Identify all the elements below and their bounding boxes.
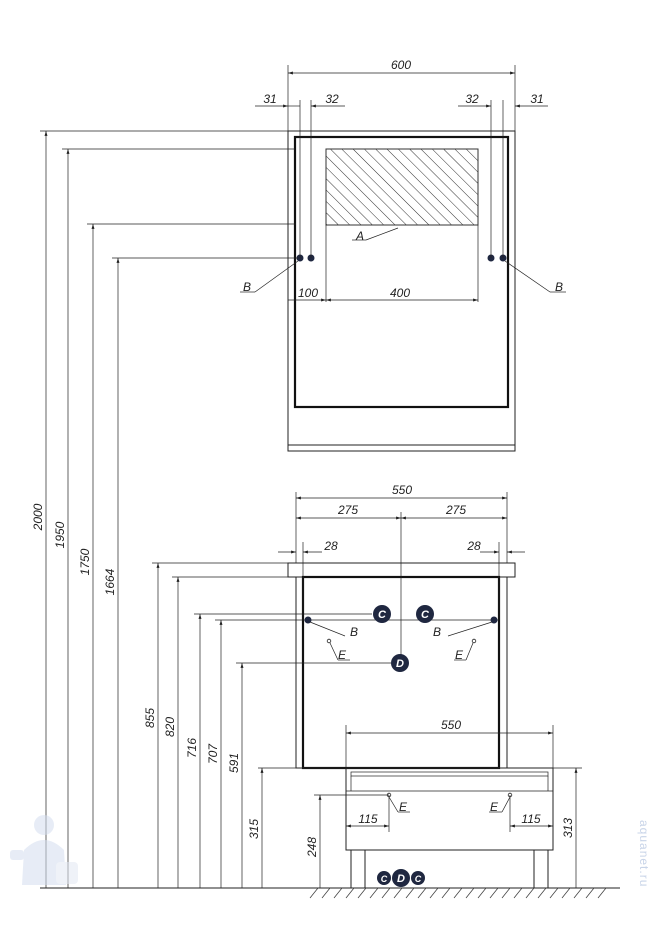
marker-c-right: C (416, 605, 434, 623)
marker-c-floor-right: C (411, 871, 425, 885)
floor-hatch-mark (561, 887, 571, 899)
label-b-right-text: B (555, 280, 563, 294)
dim-28-left-text: 28 (323, 539, 338, 553)
mount-point-b-right (490, 616, 498, 624)
mirror-glass-area (325, 148, 479, 226)
dim-1750-text: 1750 (78, 548, 92, 575)
svg-text:C: C (421, 609, 430, 621)
callout-a: A (352, 227, 399, 243)
dim-top-width: 600 (287, 58, 516, 131)
dim-2000-text: 2000 (31, 503, 45, 531)
dim-248-text: 248 (305, 837, 319, 858)
label-e-right-text: E (455, 648, 464, 662)
floor-hatch-mark (513, 887, 523, 899)
floor-hatch-mark (357, 887, 367, 899)
floor-hatch-mark (477, 887, 487, 899)
dim-base-width: 550 (345, 718, 554, 768)
floor-hatch-mark (405, 887, 415, 899)
floor-hatch-mark (333, 887, 343, 899)
dim-base-heights: 315 248 313 (247, 768, 578, 888)
dim-315-text: 315 (247, 819, 261, 839)
floor-hatch-mark (381, 887, 391, 899)
marker-d: D (391, 654, 409, 672)
dim-275-left-text: 275 (337, 503, 358, 517)
floor-hatch-mark (453, 887, 463, 899)
dim-base-offsets: E E 115 115 (346, 792, 553, 832)
floor-hatch-mark (549, 887, 559, 899)
dim-275-right-text: 275 (445, 503, 466, 517)
floor-hatch-mark (489, 887, 499, 899)
dim-707-text: 707 (206, 743, 220, 764)
plumber-mascot-icon (10, 815, 78, 885)
dim-cabinet-width: 550 275 275 (295, 483, 508, 660)
svg-text:C: C (378, 609, 387, 621)
floor-hatch-mark (585, 887, 595, 899)
floor-hatch-mark (525, 887, 535, 899)
label-b-lower-right-text: B (433, 625, 441, 639)
dim-820-text: 820 (163, 717, 177, 737)
label-e-base-right-text: E (490, 800, 499, 814)
label-e-base-left-text: E (399, 800, 408, 814)
floor-hatch-mark (441, 887, 451, 899)
dim-31-left-text: 31 (263, 92, 276, 106)
dim-550-base-text: 550 (441, 718, 461, 732)
label-e-left-text: E (338, 648, 347, 662)
dim-400-text: 400 (390, 286, 410, 300)
floor-hatch-mark (369, 887, 379, 899)
dim-mirror-span: 100 400 (288, 225, 479, 302)
marker-c-left: C (373, 605, 391, 623)
floor-hatch-mark (573, 887, 583, 899)
dim-32-left-text: 32 (325, 92, 339, 106)
dim-115-right-text: 115 (521, 812, 540, 826)
mount-point-b-left (304, 616, 312, 624)
floor-hatch-mark (537, 887, 547, 899)
floor-base-unit (258, 767, 582, 889)
dim-heights-left: 2000 1950 1750 1664 (31, 130, 298, 888)
floor-hatch-mark (465, 887, 475, 899)
dim-1664-text: 1664 (103, 568, 117, 595)
marker-d-floor: D (392, 869, 410, 887)
floor-hatch-mark (429, 887, 439, 899)
dim-28-right-text: 28 (466, 539, 481, 553)
dim-heights-lower: 855 820 716 707 591 (143, 562, 391, 888)
label-a-text: A (355, 229, 364, 243)
dim-591-text: 591 (227, 753, 241, 773)
label-b-lower-left-text: B (350, 625, 358, 639)
floor-hatch-mark (345, 887, 355, 899)
dim-313-text: 313 (561, 818, 575, 838)
svg-text:D: D (396, 658, 404, 670)
svg-text:C: C (381, 874, 388, 884)
floor-line (40, 887, 620, 899)
floor-hatch-mark (309, 887, 319, 899)
marker-c-floor-left: C (377, 871, 391, 885)
svg-text:C: C (415, 874, 422, 884)
mirror-cabinet (287, 130, 516, 452)
floor-markers: C D C (377, 869, 425, 887)
dim-top-small: 31 32 32 31 (255, 92, 548, 258)
dim-1950-text: 1950 (53, 521, 67, 548)
floor-hatch-mark (393, 887, 403, 899)
dim-100-text: 100 (298, 286, 318, 300)
label-b-left-text: B (243, 280, 251, 294)
dim-115-left-text: 115 (358, 812, 377, 826)
dim-600-text: 600 (391, 58, 411, 72)
lower-mounts: B B E E C C D (304, 605, 498, 672)
dim-855-text: 855 (143, 708, 157, 728)
dim-31-right-text: 31 (530, 92, 543, 106)
svg-text:D: D (397, 873, 405, 885)
watermark-text: aquanet.ru (637, 820, 651, 887)
callout-b-top: B B (240, 260, 566, 294)
dim-550-top-text: 550 (392, 483, 412, 497)
floor-hatch-mark (417, 887, 427, 899)
dim-716-text: 716 (185, 738, 199, 758)
floor-hatch-mark (597, 887, 607, 899)
floor-hatch-mark (501, 887, 511, 899)
dim-32-right-text: 32 (465, 92, 479, 106)
dim-cabinet-edges: 28 28 (278, 539, 525, 620)
floor-hatch-mark (321, 887, 331, 899)
